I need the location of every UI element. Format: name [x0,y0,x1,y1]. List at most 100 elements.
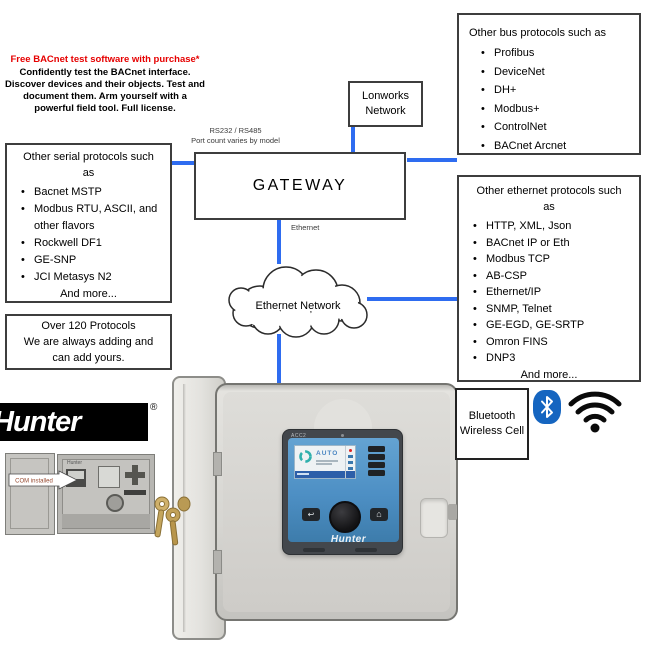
protocol-count-lines: Over 120 Protocols We are always adding a… [24,318,153,366]
vent-slot [355,548,377,552]
com-installed-callout: COM installed [8,470,78,490]
hunter-logo: Hunter ® [0,400,166,444]
cloud-fill [231,269,365,335]
protocol-count-box: Over 120 Protocols We are always adding a… [5,314,172,370]
hunter-logo-word: Hunter [0,405,81,438]
acc2-model-label: ACC2 [291,433,307,439]
softkey-button [368,446,385,452]
list-item: BACnet Arcnet [481,137,637,156]
vent-slot [303,548,325,552]
bluetooth-box-label: Bluetooth Wireless Cell [459,410,525,437]
bus-protocols-list: ProfibusDeviceNetDH+Modbus+ControlNetBAC… [481,44,637,155]
strip-glyph [348,461,353,464]
promo-body: Confidently test the BACnet interface. D… [5,67,205,114]
sync-arrows-icon [299,450,312,463]
list-item: HTTP, XML, Json [473,218,639,235]
mini-dial [106,494,124,512]
controller-lcd: AUTO [294,445,356,479]
list-item: Omron FINS [473,334,639,351]
mini-com-screen [68,471,84,479]
gateway-label: GATEWAY [252,177,348,195]
ethernet-protocols-title: Other ethernet protocols such as [476,185,622,213]
port-count-note: Port count varies by model [191,135,280,145]
list-item: BACnet IP or Eth [473,235,639,252]
list-item: We are always adding and [23,336,154,348]
strip-glyph [348,455,353,458]
mini-controller-image: Hunter [5,450,157,540]
gateway-ethernet-label: Ethernet [291,223,320,232]
faceplate-brand: Hunter [330,534,367,545]
ethernet-protocols-box: Other ethernet protocols such as HTTP, X… [457,175,641,382]
list-item: SNMP, Telnet [473,301,639,318]
mini-door-panel [10,458,49,529]
bluetooth-wireless-cell-box: Bluetooth Wireless Cell [455,388,529,460]
serial-protocols-more: And more... [60,288,117,300]
back-button: ↩ [302,508,320,521]
rotary-dial [329,501,361,533]
alarm-dot [349,449,352,452]
list-item: Over 120 Protocols [41,320,136,332]
mini-door [5,453,55,535]
mini-terminal-strip [62,514,150,528]
ethernet-network-cloud: Ethernet Network [228,266,368,338]
list-item: DNP3 [473,350,639,367]
list-item: Rockwell DF1 [21,235,170,252]
hunter-logo-block: Hunter [0,403,148,441]
list-item: Modbus TCP [473,251,639,268]
lcd-auto-status: AUTO [316,450,339,457]
bus-protocols-box: Other bus protocols such as ProfibusDevi… [457,13,641,155]
rs232-rs485-label: RS232 / RS485 [209,126,262,135]
strip-glyph [348,467,353,470]
acc2-faceplate: ACC2 AUTO [282,429,403,555]
connector-lonworks-to-gateway [351,126,355,153]
keys-in-lock [154,496,191,546]
connector-gateway-to-bus [407,158,457,162]
mini-button-bar [124,490,146,495]
registered-mark: ® [150,402,158,413]
list-item: Ethernet/IP [473,284,639,301]
hinge [213,452,222,476]
screw-dot [341,434,344,437]
bus-protocols-title: Other bus protocols such as [469,27,606,39]
home-button: ⌂ [370,508,388,521]
hinge [213,550,222,574]
gateway-serial-label: RS232 / RS485 Port count varies by model [178,126,293,145]
softkey-button [368,470,385,476]
com-installed-label: COM installed [15,479,53,485]
faceplate-blue-panel: AUTO ↩ ⌂ Hunter [288,438,399,545]
list-item: DeviceNet [481,63,637,82]
lonworks-label: Lonworks Network [361,90,410,117]
softkey-button [368,454,385,460]
list-item: Modbus RTU, ASCII, and other flavors [21,201,170,235]
lcd-text-line [316,463,332,465]
list-item: can add yours. [52,352,125,364]
mini-dpad-icon [125,472,145,478]
cloud-label: Ethernet Network [256,300,341,312]
lcd-status-bar [295,471,355,478]
promo-headline: Free BACnet test software with purchase* [10,54,200,65]
gateway-box: GATEWAY [194,152,406,220]
list-item: ControlNet [481,118,637,137]
mini-brand-label: Hunter [67,460,83,466]
lonworks-network-box: Lonworks Network [348,81,423,127]
lcd-text-line [316,460,338,462]
softkey-button [368,462,385,468]
serial-protocols-box: Other serial protocols such as Bacnet MS… [5,143,172,303]
list-item: GE-EGD, GE-SRTP [473,317,639,334]
door-latch [448,504,457,520]
list-item: AB-CSP [473,268,639,285]
connector-gateway-to-cloud [277,220,281,264]
list-item: Profibus [481,44,637,63]
list-item: GE-SNP [21,252,170,269]
connector-serial-to-gateway [172,161,194,165]
mini-display [98,466,120,488]
ethernet-protocols-more: And more... [520,368,578,381]
lcd-side-strip [345,446,355,478]
lcd-bar-text [297,473,309,475]
bluetooth-icon [533,390,561,424]
wifi-icon [568,391,622,433]
list-item: Bacnet MSTP [21,184,170,201]
connector-cloud-to-ethernet [367,297,457,301]
connector-cloud-to-controller [277,334,281,386]
